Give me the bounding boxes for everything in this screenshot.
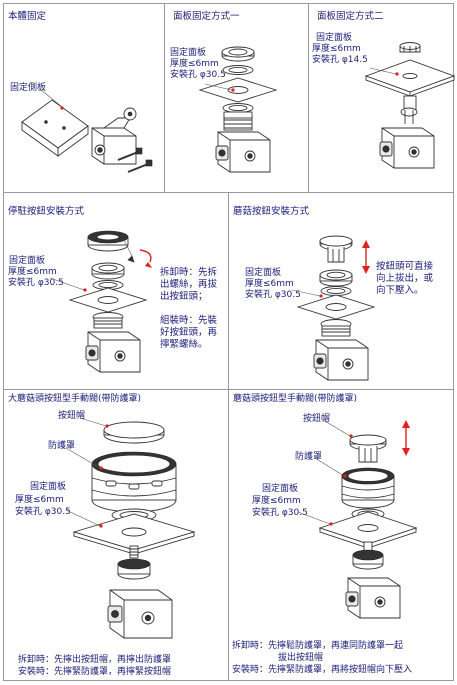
cover-label: 防護罩 (48, 441, 76, 451)
panel-title: 蘑菇按鈕安裝方式 (233, 206, 310, 217)
side-plate-label: 固定側板 (10, 83, 47, 93)
spec-thickness: 厚度≤6mm (170, 59, 219, 69)
cap-label: 按鈕帽 (303, 414, 331, 424)
body-valve (91, 107, 137, 165)
panel-title: 面板固定方式二 (317, 11, 384, 22)
install-note: 組裝時：先裝 好按鈕頭，再 擰緊螺絲。 (160, 315, 218, 350)
spec-panel-label: 固定面板 (170, 48, 207, 58)
latching-assembly (69, 230, 147, 373)
large-mushroom-assembly (72, 421, 196, 639)
spec-hole: 安裝孔 φ30.5 (8, 278, 64, 288)
panel-title: 面板固定方式一 (173, 11, 240, 22)
mount1-assembly (199, 46, 277, 173)
panel-title: 本體固定 (8, 11, 47, 22)
spec-thickness: 厚度≤6mm (312, 44, 361, 54)
remove-note: 拆卸時：先拆 出螺絲，再拔 出按鈕頭； (160, 267, 218, 302)
panel-body-fixing (3, 3, 165, 193)
spec-thickness: 厚度≤6mm (252, 496, 301, 506)
panel-title: 蘑菇頭按鈕型手動閥(帶防護罩) (233, 394, 358, 404)
panel-title: 停駐按鈕安裝方式 (8, 206, 85, 217)
spec-panel-label: 固定面板 (262, 484, 299, 494)
removal-instruction: 拆卸時：先擰鬆防護罩，再連同防護罩一起 (232, 641, 404, 651)
cover-label: 防護罩 (295, 452, 323, 462)
removal-instruction: 拆卸時：先擰出按鈕帽，再擰出防護罩 (18, 655, 172, 665)
spec-thickness: 厚度≤6mm (15, 495, 64, 505)
removal-instruction-cont: 拔出按鈕帽 (278, 653, 324, 663)
fixing-screw (117, 147, 153, 173)
spec-panel-label: 固定面板 (30, 482, 67, 492)
mount2-assembly (364, 42, 456, 169)
spec-thickness: 厚度≤6mm (245, 279, 294, 289)
up-down-arrow (402, 420, 410, 456)
mushroom-assembly (297, 235, 375, 381)
spec-panel-label: 固定面板 (245, 268, 282, 278)
panel-title: 大蘑菇頭按鈕型手動閥(帶防護罩) (8, 394, 142, 404)
pull-push-note: 按鈕頭可直接 向上拔出，或 向下壓入。 (376, 261, 434, 296)
install-instruction: 安裝時：先擰緊防護罩，再擰緊按鈕帽 (18, 667, 172, 677)
spec-hole: 安裝孔 φ30.5 (170, 70, 226, 80)
spec-thickness: 厚度≤6mm (8, 267, 57, 277)
mushroom-guard-assembly (318, 434, 418, 619)
side-plate (21, 99, 89, 157)
spec-panel-label: 固定面板 (316, 33, 353, 43)
spec-hole: 安裝孔 φ14.5 (312, 55, 368, 65)
up-down-arrow (362, 240, 370, 274)
spec-hole: 安裝孔 φ30.5 (245, 290, 301, 300)
spec-panel-label: 固定面板 (9, 256, 46, 266)
spec-hole: 安裝孔 φ30.5 (252, 508, 308, 518)
cap-label: 按鈕帽 (58, 411, 86, 421)
install-instruction: 安裝時：先擰緊防護罩，再將按鈕帽向下壓入 (232, 665, 413, 675)
spec-hole: 安裝孔 φ30.5 (15, 507, 71, 517)
